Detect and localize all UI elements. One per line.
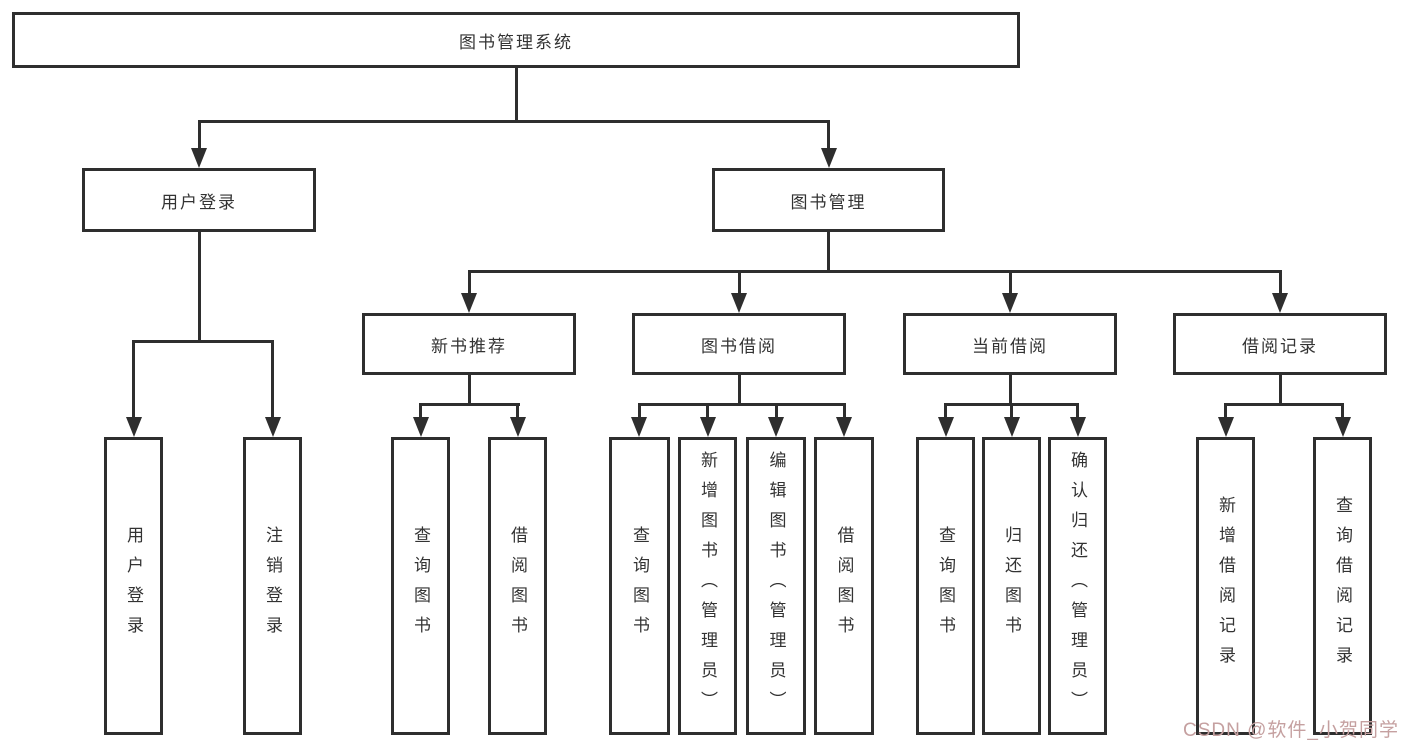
node-label: 新书推荐 <box>431 336 507 356</box>
node-label: 用户登录 <box>124 526 143 646</box>
node-br-query-record: 查询借阅记录 <box>1313 437 1372 735</box>
node-label: 借阅图书 <box>508 526 527 646</box>
connector-line <box>419 403 520 406</box>
node-label: 图书管理 <box>790 192 867 212</box>
node-user-login: 用户登录 <box>82 168 316 232</box>
arrowhead-down-icon <box>1069 417 1086 437</box>
node-new-book-rec: 新书推荐 <box>362 313 576 375</box>
connector-line <box>1278 375 1282 403</box>
node-bb-query-books: 查询图书 <box>609 437 670 735</box>
arrowhead-down-icon <box>768 417 784 437</box>
arrowhead-down-icon <box>937 417 954 437</box>
csdn-watermark: CSDN @软件_小贺同学 <box>1183 720 1399 741</box>
node-rec-query-books: 查询图书 <box>391 437 450 735</box>
arrowhead-down-icon <box>1002 293 1018 313</box>
arrowhead-down-icon <box>125 417 142 437</box>
connector-line <box>1008 375 1012 403</box>
node-label: 新增图书（管理员） <box>698 451 717 721</box>
node-cb-confirm-return: 确认归还（管理员） <box>1048 437 1107 735</box>
node-label: 借阅图书 <box>834 526 854 646</box>
node-bb-edit-books: 编辑图书（管理员） <box>746 437 806 735</box>
connector-line <box>737 375 741 403</box>
node-label: 图书借阅 <box>701 336 777 356</box>
connector-line <box>737 270 741 306</box>
connector-line <box>132 340 274 343</box>
arrowhead-down-icon <box>836 417 852 437</box>
node-label: 当前借阅 <box>972 336 1048 356</box>
node-book-mgmt: 图书管理 <box>712 168 945 232</box>
node-root: 图书管理系统 <box>12 12 1020 68</box>
connector-line <box>637 403 846 406</box>
arrowhead-down-icon <box>461 293 477 313</box>
node-logout: 注销登录 <box>243 437 302 735</box>
connector-line <box>827 120 830 160</box>
node-borrow-records: 借阅记录 <box>1173 313 1387 375</box>
connector-line <box>1224 403 1344 406</box>
node-label: 查询借阅记录 <box>1333 496 1352 676</box>
connector-line <box>197 120 830 123</box>
node-label: 归还图书 <box>1002 526 1021 646</box>
node-label: 借阅记录 <box>1242 336 1318 356</box>
arrowhead-down-icon <box>412 417 429 437</box>
node-cb-query-books: 查询图书 <box>916 437 975 735</box>
arrowhead-down-icon <box>699 417 716 437</box>
arrowhead-down-icon <box>820 148 837 168</box>
node-label: 查询图书 <box>936 526 955 646</box>
arrowhead-down-icon <box>509 417 526 437</box>
node-bb-borrow-books: 借阅图书 <box>814 437 874 735</box>
node-book-borrow: 图书借阅 <box>632 313 846 375</box>
node-label: 查询图书 <box>630 526 649 646</box>
node-rec-borrow-books: 借阅图书 <box>488 437 547 735</box>
node-label: 用户登录 <box>161 192 237 212</box>
connector-line <box>271 340 274 430</box>
arrowhead-down-icon <box>1334 417 1351 437</box>
node-label: 确认归还（管理员） <box>1068 451 1087 721</box>
node-br-add-record: 新增借阅记录 <box>1196 437 1255 735</box>
connector-line <box>1008 270 1012 306</box>
connector-line <box>197 120 201 160</box>
arrowhead-down-icon <box>631 417 647 437</box>
connector-line <box>1278 270 1282 306</box>
connector-line <box>467 270 471 306</box>
arrowhead-down-icon <box>1272 293 1288 313</box>
connector-line <box>132 340 135 430</box>
node-label: 新增借阅记录 <box>1216 496 1235 676</box>
node-current-borrow: 当前借阅 <box>903 313 1117 375</box>
node-login: 用户登录 <box>104 437 163 735</box>
connector-line <box>467 375 471 403</box>
node-label: 查询图书 <box>411 526 430 646</box>
arrowhead-down-icon <box>191 148 207 168</box>
connector-line <box>827 232 830 270</box>
node-label: 图书管理系统 <box>459 32 573 52</box>
arrowhead-down-icon <box>1003 417 1020 437</box>
node-cb-return-books: 归还图书 <box>982 437 1041 735</box>
node-label: 注销登录 <box>263 526 282 646</box>
connector-line <box>514 68 518 120</box>
connector-line <box>467 270 1282 273</box>
node-bb-add-books: 新增图书（管理员） <box>678 437 737 735</box>
connector-line <box>197 232 201 340</box>
arrowhead-down-icon <box>264 417 281 437</box>
arrowhead-down-icon <box>1217 417 1234 437</box>
arrowhead-down-icon <box>731 293 747 313</box>
node-label: 编辑图书（管理员） <box>766 451 786 721</box>
